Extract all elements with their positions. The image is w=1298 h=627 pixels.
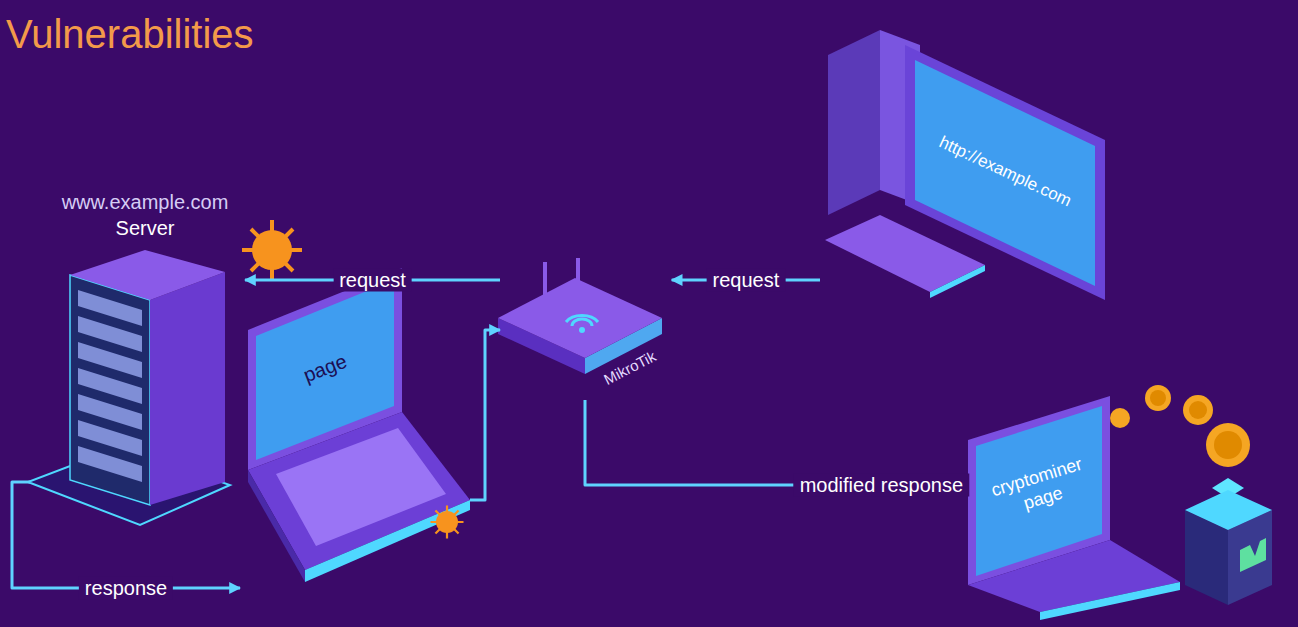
- laptop-edge: [305, 500, 470, 582]
- computer-node: http://example.com: [820, 20, 1105, 300]
- coin: [1150, 390, 1166, 406]
- edge-label: response: [79, 577, 173, 600]
- rig-logo: [1240, 538, 1266, 572]
- coin: [1189, 401, 1207, 419]
- coin: [1145, 385, 1171, 411]
- coin: [1214, 431, 1242, 459]
- edge-label: modified response: [794, 474, 969, 497]
- flow-connector: [470, 330, 500, 500]
- router-top: [498, 278, 662, 358]
- edge-label: request: [333, 269, 412, 292]
- wifi-icon: [566, 315, 598, 326]
- node-text: Server: [47, 216, 243, 240]
- virus-spikes: [431, 506, 464, 539]
- laptop-node: page: [240, 255, 470, 600]
- laptop-node: cryptominer page: [965, 390, 1185, 622]
- rig-top: [1185, 490, 1272, 530]
- server-side: [150, 272, 225, 505]
- server-top: [70, 250, 225, 300]
- node-title: cryptominer page: [980, 451, 1100, 525]
- edge-label: request: [707, 269, 786, 292]
- virus-body: [252, 230, 292, 270]
- flow-connector: [12, 482, 240, 588]
- node-title: page: [269, 337, 380, 399]
- server-front: [70, 275, 150, 505]
- coin: [1183, 395, 1213, 425]
- virus-icon: [431, 506, 464, 539]
- wifi-icon: [579, 327, 585, 333]
- node-title: www.example.com: [47, 190, 243, 214]
- tower-side: [828, 30, 880, 215]
- virus-icon: [242, 220, 302, 280]
- coin: [1206, 423, 1250, 467]
- flow-connector: [585, 400, 965, 485]
- coin: [1110, 408, 1130, 428]
- router-node: MikroTik: [500, 255, 672, 400]
- laptop-edge: [248, 470, 305, 582]
- laptop-deck: [248, 412, 470, 570]
- laptop-edge: [1040, 582, 1180, 620]
- virus-body: [436, 511, 458, 533]
- server-node: www.example.comServer: [30, 190, 245, 525]
- laptop-deck: [968, 540, 1180, 612]
- virus-spikes: [242, 220, 302, 280]
- node-title: http://example.com: [915, 123, 1096, 222]
- keyboard-edge: [930, 265, 985, 298]
- title: Vulnerabilities: [6, 12, 254, 57]
- node-title: MikroTik: [590, 342, 669, 394]
- server-slots: [78, 290, 142, 482]
